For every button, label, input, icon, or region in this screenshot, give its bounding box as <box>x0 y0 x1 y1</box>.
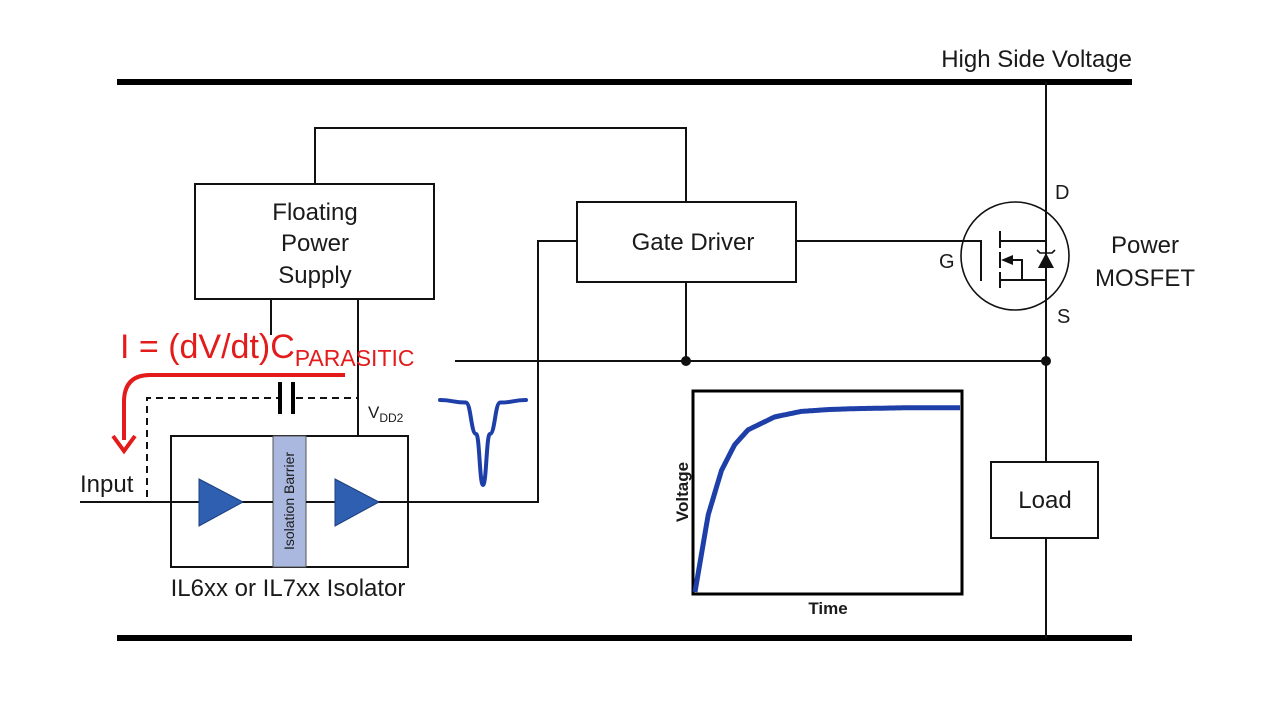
input-label: Input <box>80 471 134 498</box>
parasitic-capacitor-icon <box>278 382 295 414</box>
glitch-waveform <box>438 398 528 488</box>
current-arrowhead-icon <box>111 434 137 455</box>
floating-power-supply-box <box>194 183 435 300</box>
supply-to-driver-wire <box>314 127 687 202</box>
current-arrow <box>122 373 345 440</box>
chart-ylabel: Voltage <box>673 462 692 522</box>
mosfet-name-line2: MOSFET <box>1095 265 1195 292</box>
isolator-to-driver-wire <box>408 240 577 503</box>
floating-supply-line2: Power <box>281 230 349 257</box>
current-equation: I = (dV/dt)CPARASITIC <box>120 328 415 371</box>
chart-frame <box>691 389 964 596</box>
junction-dot-driver <box>681 356 691 366</box>
output-amplifier-icon <box>334 478 381 527</box>
parasitic-path <box>146 397 278 497</box>
power-mosfet-symbol <box>960 201 1070 311</box>
isolation-barrier-label: Isolation Barrier <box>281 452 297 550</box>
gate-driver-label: Gate Driver <box>632 229 755 256</box>
glitch-waveform-line <box>438 398 528 488</box>
chart-xlabel: Time <box>808 599 847 618</box>
load-label: Load <box>1018 487 1071 514</box>
body-diode-icon <box>1038 253 1054 268</box>
mosfet-name-line1: Power <box>1111 232 1179 259</box>
voltage-time-chart: Time Voltage <box>673 389 964 618</box>
isolator-label: IL6xx or IL7xx Isolator <box>171 575 406 602</box>
chart-series-voltage <box>692 405 961 593</box>
isolation-barrier <box>272 435 307 568</box>
mosfet-pin-d: D <box>1055 182 1069 204</box>
input-amplifier-icon <box>198 478 245 527</box>
chart-line-voltage <box>692 405 961 593</box>
mosfet-pin-s: S <box>1057 306 1070 328</box>
load-box <box>990 461 1099 539</box>
vdd2-label: VDD2 <box>368 403 404 425</box>
floating-supply-line3: Supply <box>278 262 351 289</box>
high-side-label: High Side Voltage <box>941 46 1132 73</box>
mosfet-pin-g: G <box>939 251 955 273</box>
floating-supply-line1: Floating <box>272 199 357 226</box>
